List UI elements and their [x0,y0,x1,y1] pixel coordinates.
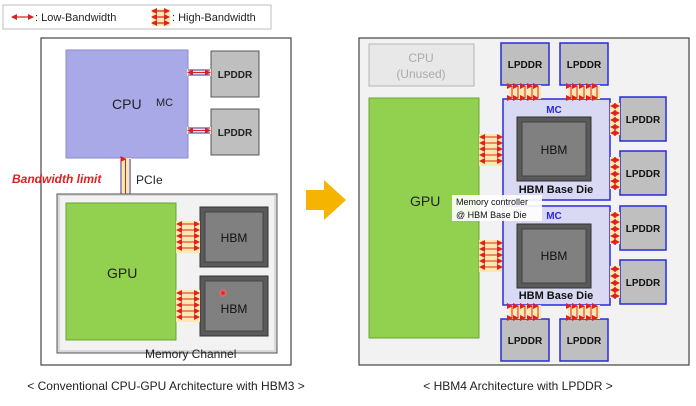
lpddr-label: LPDDR [218,128,253,139]
gpu-hbm-link [479,240,503,272]
hbm-label: HBM [221,231,248,245]
base-die-label: HBM Base Die [519,184,594,196]
lpddr-chip [619,205,667,251]
high-bandwidth-arrows-icon [151,8,170,26]
gpu-hbm-link [176,290,200,322]
lpddr-label: LPDDR [567,336,602,347]
right-caption: < HBM4 Architecture with LPDDR > [423,379,612,393]
right-panel: CPU (Unused) GPU MC HBM HBM Base Die [358,37,690,393]
hbm-label: HBM [541,249,568,263]
lpddr-base-die-link [610,157,620,190]
mc-label: MC [546,211,562,222]
gpu-label: GPU [107,265,137,281]
pcie-label: PCIe [136,173,163,187]
base-die-label: HBM Base Die [519,290,594,302]
lpddr-label: LPDDR [626,224,661,235]
lpddr-label: LPDDR [626,169,661,180]
transition-arrow-icon [306,180,346,220]
cpu-unused-label: CPU [408,51,433,65]
lpddr-base-die-link [507,303,541,321]
cpu-unused-block [368,43,475,87]
lpddr-label: LPDDR [218,70,253,81]
lpddr-base-die-link [610,103,620,136]
lpddr-label: LPDDR [508,336,543,347]
gpu-hbm-link [479,134,503,166]
cpu-label: CPU [112,96,142,112]
mc-label: MC [546,105,562,116]
mc-label: MC [156,97,173,109]
cpu-lpddr-link [187,127,211,134]
hbm-label: HBM [541,143,568,157]
legend-high-bandwidth: : High-Bandwidth [172,12,256,24]
lpddr-label: LPDDR [626,278,661,289]
legend-low-bandwidth: : Low-Bandwidth [35,12,116,24]
cpu-block [65,49,189,159]
lpddr-chip [559,318,609,362]
lpddr-base-die-link [610,266,620,299]
gpu-hbm-link [176,221,200,253]
memory-controller-location: @ HBM Base Die [456,210,527,220]
gpu-label: GPU [410,193,440,209]
memory-channel-label: Memory Channel [145,347,236,361]
lpddr-base-die-link [610,212,620,245]
lpddr-chip [559,42,609,86]
lpddr-label: LPDDR [508,60,543,71]
lpddr-label: LPDDR [567,60,602,71]
lpddr-base-die-link [566,303,600,321]
lpddr-base-die-link [566,83,600,101]
cpu-unused-note: (Unused) [396,67,445,81]
lpddr-chip [619,150,667,196]
memory-controller-label: Memory controller [456,197,528,207]
lpddr-chip [619,96,667,142]
lpddr-label: LPDDR [626,115,661,126]
gpu-block [65,202,177,341]
left-caption: < Conventional CPU-GPU Architecture with… [27,379,304,393]
left-panel: CPU MC LPDDR LPDDR Bandwidth limit PCI [12,37,305,393]
hbm-label: HBM [221,302,248,316]
legend: : Low-Bandwidth : High-Bandwidth [2,4,272,30]
cpu-lpddr-link [187,69,211,76]
lpddr-base-die-link [507,83,541,101]
lpddr-chip [210,108,260,156]
bandwidth-limit-label: Bandwidth limit [12,172,102,186]
